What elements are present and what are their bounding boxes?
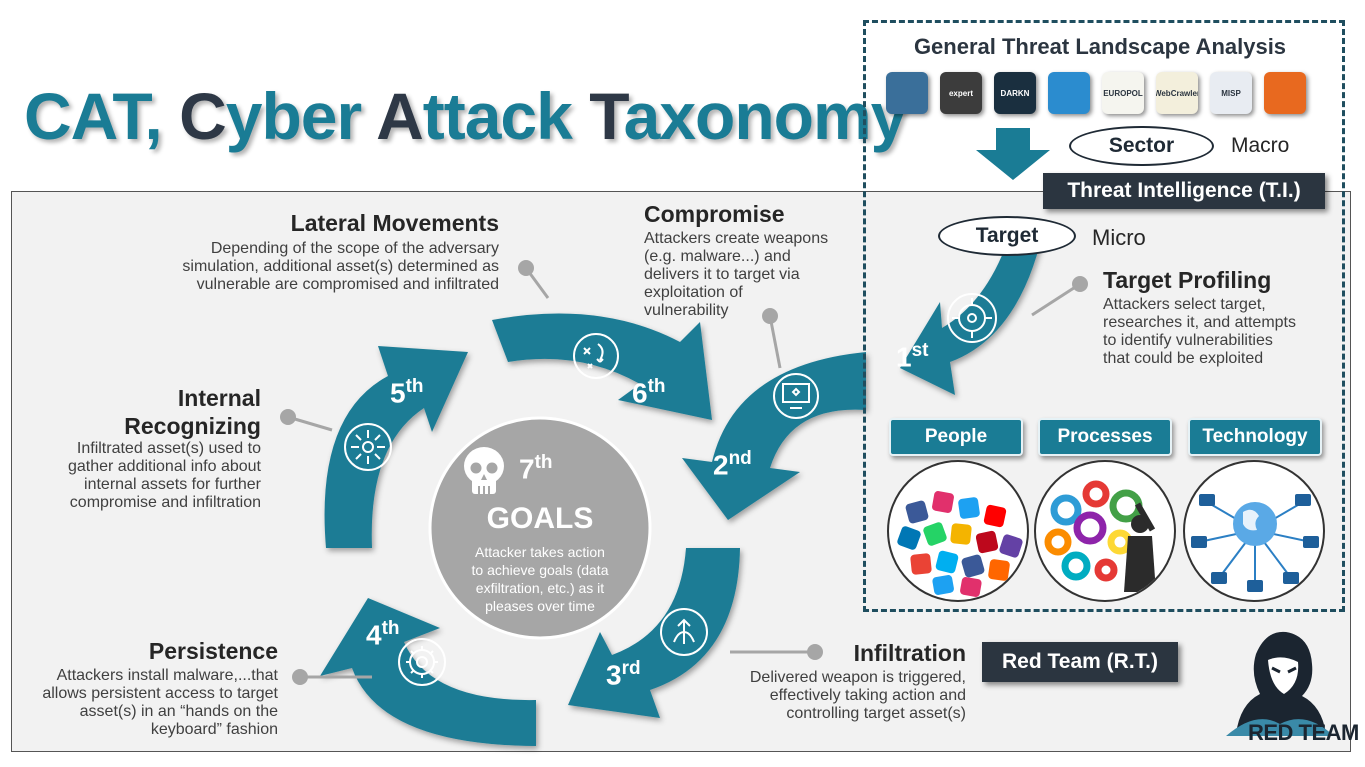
sector-pill: Sector: [1069, 126, 1214, 166]
infiltration-desc: Delivered weapon is triggered,effectivel…: [749, 669, 966, 722]
threat-landscape-title: General Threat Landscape Analysis: [913, 34, 1287, 59]
people-social-media-image: [887, 460, 1029, 602]
goals-title: GOALS: [486, 502, 594, 535]
step-4-label: 4th: [366, 618, 400, 651]
threat-intelligence-box: [863, 20, 1345, 612]
people-label: People: [889, 418, 1023, 456]
network-map-icon: [886, 72, 928, 114]
processes-label: Processes: [1038, 418, 1172, 456]
europol-icon: EUROPOL: [1102, 72, 1144, 114]
skull-icon: [464, 447, 504, 494]
infiltration-title: Infiltration: [853, 640, 966, 666]
circuit-icon: [1048, 72, 1090, 114]
red-team-logo: [1216, 624, 1342, 752]
target-radar-icon: [947, 293, 997, 343]
compromise-title: Compromise: [644, 201, 785, 227]
step-3-label: 3rd: [606, 658, 641, 691]
computer-icon: [773, 373, 819, 419]
step-1-label: 1st: [896, 340, 929, 373]
title-part: CAT,: [24, 79, 180, 153]
step-6-label: 6th: [632, 376, 666, 409]
lateral-movements-title: Lateral Movements: [290, 210, 499, 236]
expand-network-icon: [344, 423, 392, 471]
persistence-title: Persistence: [148, 638, 278, 664]
step-7-label: 7th: [519, 452, 553, 485]
ti-down-arrow: [976, 128, 1050, 180]
title-part: A: [376, 79, 424, 153]
network-globe-illustration: [1191, 494, 1319, 592]
micro-label: Micro: [1092, 225, 1146, 250]
expert-icon: expert: [940, 72, 982, 114]
misp-icon: MISP: [1210, 72, 1252, 114]
title-part: ttack: [422, 79, 590, 153]
intel-sources-row: expert DARKN EUROPOL WebCrawler MISP: [886, 72, 1306, 114]
threat-intelligence-label: Threat Intelligence (T.I.): [1043, 173, 1325, 209]
processes-gears-image: [1034, 460, 1176, 602]
arrow-5th: [324, 346, 468, 548]
darknet-icon: DARKN: [994, 72, 1036, 114]
title-part: T: [589, 79, 624, 153]
title-part: axonomy: [623, 79, 908, 153]
target-profiling-title: Target Profiling: [1103, 267, 1272, 293]
gear-icon: [398, 638, 446, 686]
red-team-label: Red Team (R.T.): [982, 642, 1178, 682]
hooded-figure-icon: [1226, 631, 1334, 736]
title-part: yber: [225, 79, 377, 153]
social-media-icons-illustration: [897, 491, 1023, 597]
arrow-6th: [492, 313, 712, 420]
arrow-2nd: [682, 352, 866, 520]
target-pill: Target: [938, 216, 1076, 256]
page-title: CAT, Cyber Attack Taxonomy: [24, 78, 908, 154]
strategy-icon: [573, 333, 619, 379]
compromise-desc: Attackers create weapons(e.g. malware...…: [644, 230, 829, 319]
technology-label: Technology: [1188, 418, 1322, 456]
arrow-1st: [900, 228, 1040, 395]
arrow-3rd: [568, 548, 740, 718]
rss-icon: [1264, 72, 1306, 114]
arrow-4th: [320, 598, 536, 746]
red-team-logo-text: RED TEAM: [1248, 720, 1359, 745]
target-profiling-desc: Attackers select target,researches it, a…: [1103, 296, 1296, 367]
step-2-label: 2nd: [713, 448, 752, 481]
step-5-label: 5th: [390, 376, 424, 409]
webcrawler-icon: WebCrawler: [1156, 72, 1198, 114]
title-part: C: [179, 79, 227, 153]
direction-arrows-icon: [660, 608, 708, 656]
gears-illustration: [1044, 480, 1156, 592]
macro-label: Macro: [1231, 134, 1290, 157]
technology-network-image: [1183, 460, 1325, 602]
